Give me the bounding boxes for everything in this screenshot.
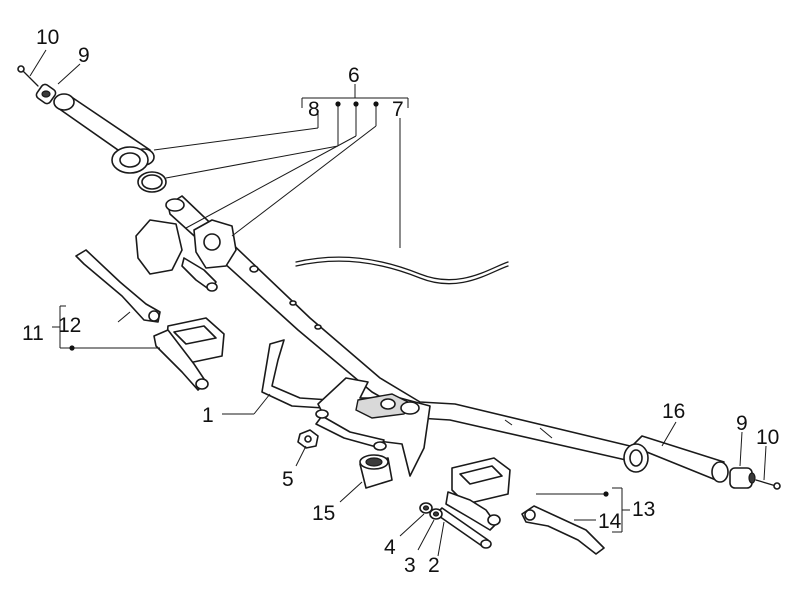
nut <box>297 429 319 449</box>
callout-6: 6 <box>348 64 360 87</box>
right-brake-lever <box>521 505 605 555</box>
washer-3 <box>429 508 443 520</box>
left-master-cylinder <box>153 317 225 391</box>
left-brake-lever <box>75 249 161 323</box>
washer-4 <box>419 502 433 514</box>
bushing <box>359 454 393 489</box>
callout-labels: 10 9 6 8 7 12 11 1 5 15 4 3 2 13 14 16 9… <box>22 26 779 577</box>
left-grip <box>53 93 155 174</box>
callout-5: 5 <box>282 468 294 491</box>
callout-14: 14 <box>598 510 622 533</box>
throttle-housing <box>135 219 237 292</box>
callout-2: 2 <box>428 554 440 577</box>
callout-7: 7 <box>392 98 404 121</box>
throttle-cable <box>295 256 509 285</box>
callout-12: 12 <box>58 314 81 337</box>
callout-16: 16 <box>662 400 685 423</box>
right-bar-end <box>729 467 781 490</box>
right-grip <box>623 435 729 483</box>
left-washer <box>137 171 167 193</box>
leader-lines <box>29 49 767 557</box>
mounting-bracket <box>315 377 431 477</box>
callout-10-right: 10 <box>756 426 779 449</box>
left-bar-end <box>17 65 57 105</box>
right-master-cylinder <box>445 457 511 531</box>
callout-13: 13 <box>632 498 655 521</box>
callout-1: 1 <box>202 404 214 427</box>
callout-9-right: 9 <box>736 412 748 435</box>
callout-8: 8 <box>308 98 320 121</box>
callout-10-left: 10 <box>36 26 59 49</box>
callout-15: 15 <box>312 502 335 525</box>
callout-11: 11 <box>22 322 44 345</box>
callout-3: 3 <box>404 554 416 577</box>
callout-9-left: 9 <box>78 44 90 67</box>
callout-4: 4 <box>384 536 396 559</box>
